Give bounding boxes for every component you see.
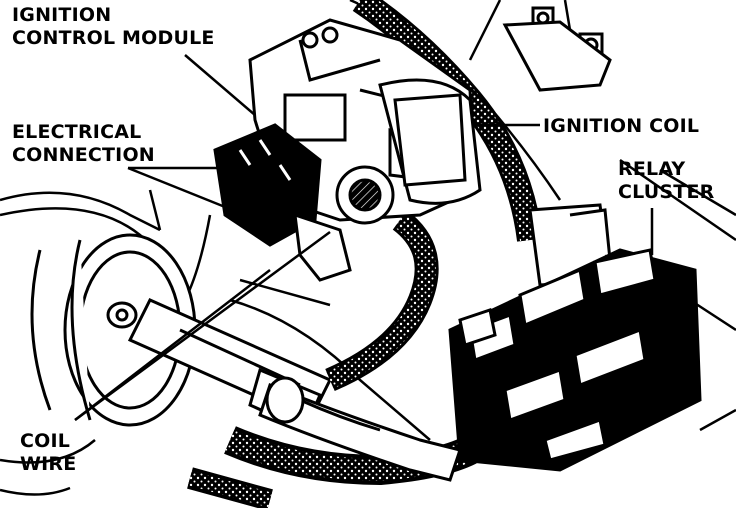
relay-cluster (448, 248, 702, 472)
relay-cluster-label: RELAY CLUSTER (618, 158, 714, 204)
label-line: COIL (20, 430, 71, 452)
label-line: CLUSTER (618, 181, 715, 203)
electrical-connection-label: ELECTRICAL CONNECTION (12, 121, 155, 167)
ignition-control-module-label: IGNITION CONTROL MODULE (12, 4, 215, 50)
label-line: CONTROL MODULE (12, 27, 215, 49)
label-line: ELECTRICAL (12, 121, 142, 143)
label-line: CONNECTION (12, 144, 155, 166)
coil-wire-label: COIL WIRE (20, 430, 76, 476)
label-line: RELAY (618, 158, 686, 180)
leader-lines (74, 54, 654, 422)
label-line: WIRE (20, 453, 77, 475)
electrical-connector (213, 123, 352, 282)
bolt-upper (502, 6, 612, 92)
ignition-coil-label: IGNITION COIL (543, 115, 699, 138)
coil-wire (258, 376, 462, 482)
label-line: IGNITION (12, 4, 112, 26)
pulley (30, 233, 197, 427)
label-line: IGNITION COIL (543, 115, 700, 137)
ignition-coil (335, 78, 482, 225)
